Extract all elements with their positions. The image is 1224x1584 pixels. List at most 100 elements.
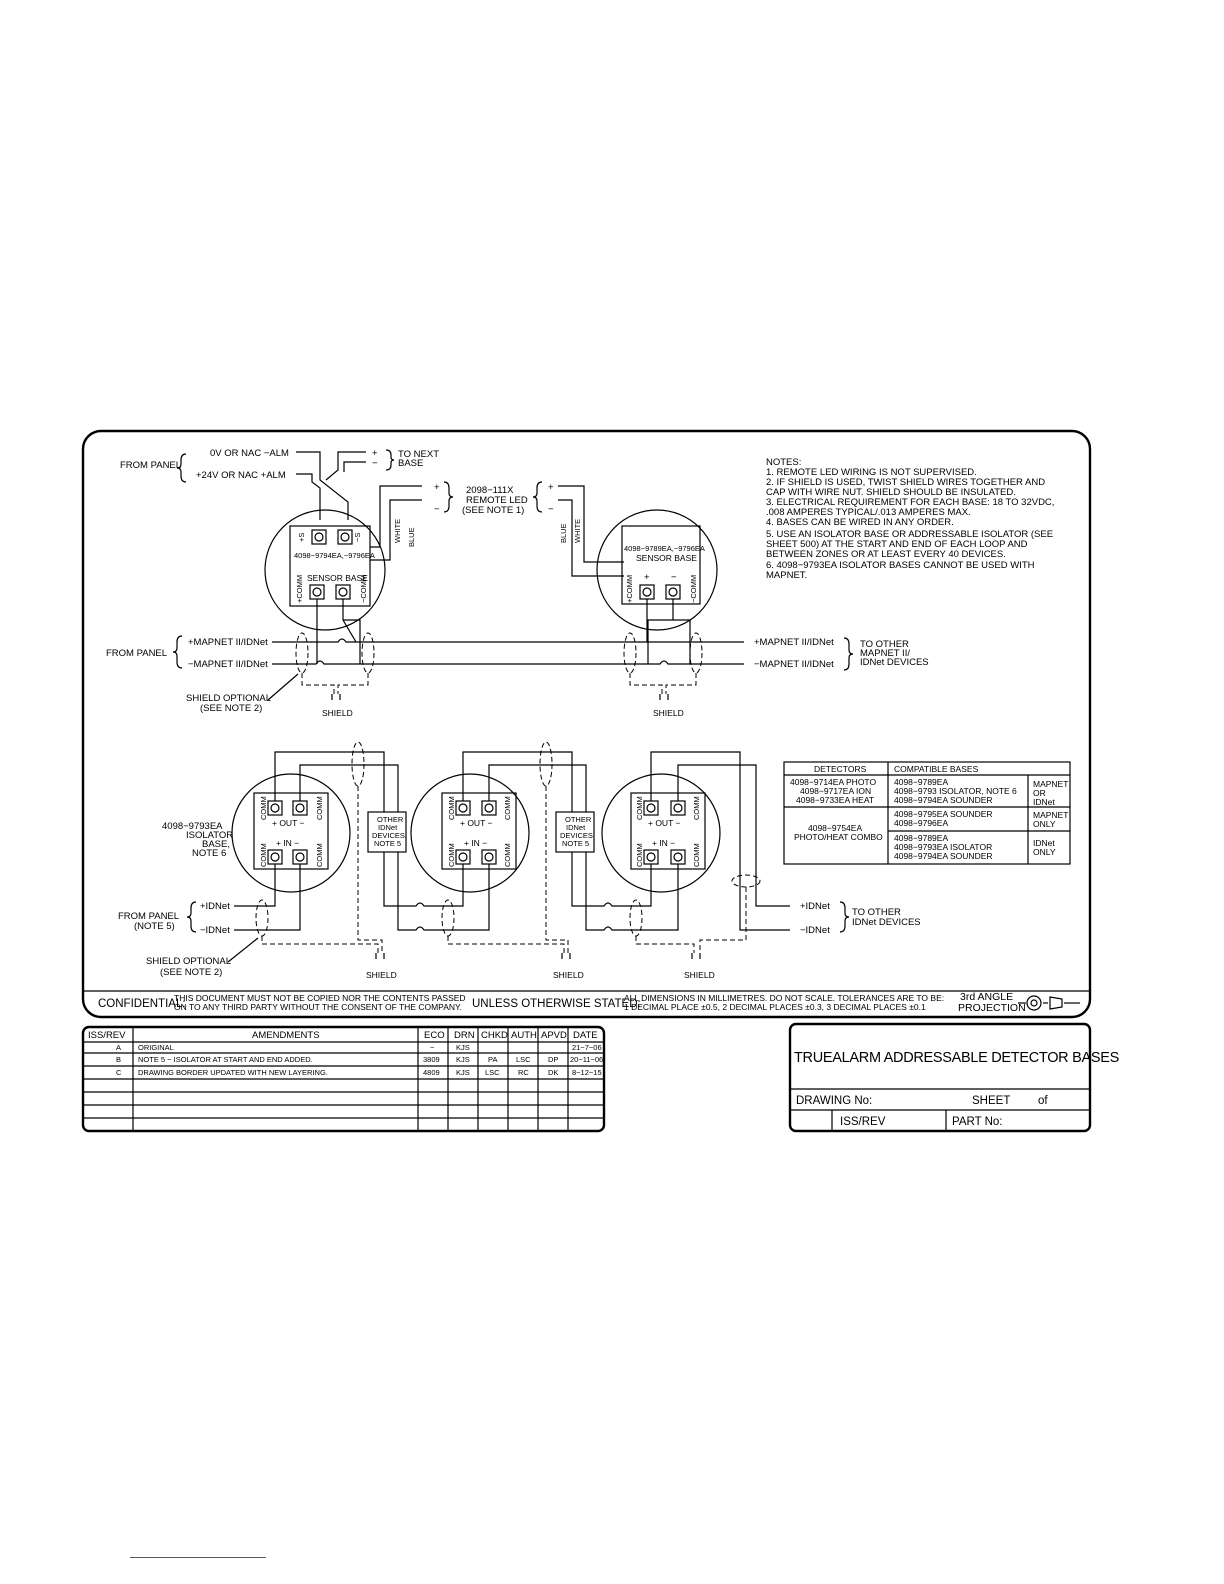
iso2-comm-tr: COMM [503, 796, 512, 820]
shield-ring-3 [623, 632, 637, 674]
rev-header-date: DATE [573, 1030, 598, 1041]
row2-detector-2: PHOTO/HEAT COMBO [794, 832, 883, 842]
compat-header-detectors: DETECTORS [814, 764, 867, 774]
bottom-wiring-diagram: COMM COMM COMM COMM + OUT − + IN − COMM … [118, 741, 921, 980]
shield-label-bottom-1: SHIELD [366, 970, 397, 980]
brace-led-left [443, 481, 454, 513]
iso-label-2: ISOLATOR [186, 830, 233, 841]
iso1-comm-tl: COMM [259, 796, 268, 820]
base1-terminal-s-plus [311, 529, 327, 545]
dims-line-2: 1 DECIMAL PLACE ±0.5, 2 DECIMAL PLACES ±… [624, 1002, 926, 1012]
part-no-label: PART No: [952, 1116, 1003, 1128]
idnet-to-other-1: TO OTHER [852, 907, 901, 918]
iso3-out-label: + OUT − [648, 818, 680, 828]
brace-idnet-to [839, 901, 850, 933]
shield-optional-top-2: (SEE NOTE 2) [200, 703, 262, 714]
white-label-a: WHITE [393, 519, 402, 543]
footer-link-underline [130, 1557, 266, 1558]
other1-line-4: NOTE 5 [374, 839, 401, 848]
rev-c-auth: RC [518, 1068, 529, 1077]
mapnet-from-panel-label: FROM PANEL [106, 648, 167, 659]
rev-header-amendments: AMENDMENTS [252, 1030, 320, 1041]
isolator-base-1-outline [231, 773, 351, 893]
white-label-b: WHITE [573, 519, 582, 543]
shield-optional-top-1: SHIELD OPTIONAL [186, 693, 271, 704]
mapnet-minus-left: −MAPNET II/IDNet [188, 659, 268, 670]
isolator-base-2-body [441, 792, 517, 870]
remote-led-line-2: REMOTE LED [466, 495, 528, 506]
shield-label-bottom-3: SHIELD [684, 970, 715, 980]
sheet-label: SHEET [972, 1095, 1010, 1107]
isolator-base-3-body [630, 792, 706, 870]
shield-leader-top [267, 673, 299, 701]
alm-plus-label: +24V OR NAC +ALM [196, 470, 286, 481]
idnet-minus-right: −IDNet [800, 925, 830, 936]
note-line-9: BETWEEN ZONES OR AT LEAST EVERY 40 DEVIC… [766, 549, 1006, 560]
third-angle-projection-icon [1018, 995, 1080, 1011]
note-line-3: CAP WITH WIRE NUT. SHIELD SHOULD BE INSU… [766, 487, 1016, 498]
row1-base-1: 4098−9789EA [894, 777, 948, 787]
other-devices-box-1 [367, 811, 407, 853]
brace-to-next [385, 449, 395, 471]
iso2-out-label: + OUT − [460, 818, 492, 828]
mapnet-plus-right: +MAPNET II/IDNet [754, 637, 834, 648]
iso1-comm-tr: COMM [315, 796, 324, 820]
shield-drain-b [629, 673, 697, 694]
to-other-mapnet-1: TO OTHER [860, 639, 909, 650]
base1-model-label: 4098−9794EA,−9796EA [294, 551, 375, 560]
row3-net-1: IDNet [1033, 838, 1055, 848]
iso2-comm-tl: COMM [447, 796, 456, 820]
top-wiring-diagram: FROM PANEL 0V OR NAC −ALM +24V OR NAC +A… [106, 448, 929, 718]
to-next-line-2: BASE [398, 458, 423, 469]
other2-line-2: IDNet [566, 823, 586, 832]
brace-to-other-mapnet [843, 637, 854, 671]
wire-alm-minus [296, 451, 349, 520]
blue-label-b: BLUE [559, 523, 568, 543]
brace-from-panel-top [176, 453, 187, 483]
row2-base-1: 4098−9795EA SOUNDER [894, 809, 993, 819]
iso3-in-label: + IN − [652, 838, 675, 848]
wire-alm-plus [296, 473, 321, 520]
iso1-comm-bl: COMM [259, 843, 268, 867]
idnet-minus-left: −IDNet [200, 925, 230, 936]
shield-drain-a [301, 673, 369, 694]
shield-label-b: SHIELD [653, 708, 684, 718]
iso1-out-label: + OUT − [272, 818, 304, 828]
rev-a-iss: A [116, 1043, 121, 1052]
rev-b-chkd: PA [488, 1055, 497, 1064]
rev-c-date: 8−12−15 [572, 1068, 602, 1077]
iso1-comm-br: COMM [315, 843, 324, 867]
iso3-comm-tr: COMM [692, 796, 701, 820]
other1-line-3: DEVICES, [372, 831, 407, 840]
rev-a-drn: KJS [456, 1043, 470, 1052]
base2-comm-minus-label: −COMM [689, 575, 698, 603]
row2-detector-1: 4098−9754EA [808, 823, 862, 833]
rev-header-auth: AUTH [511, 1030, 537, 1041]
rev-b-iss: B [116, 1055, 121, 1064]
base2-model-label: 4098−9789EA,−9796EA [624, 544, 705, 553]
drawing-no-label: DRAWING No: [796, 1095, 872, 1107]
base2-minus-label: − [671, 572, 677, 583]
rev-c-apvd: DK [548, 1068, 558, 1077]
footer-strip: CONFIDENTIAL: THIS DOCUMENT MUST NOT BE … [98, 991, 1080, 1014]
base1-name-label: SENSOR BASE [307, 573, 368, 583]
rev-c-iss: C [116, 1068, 122, 1077]
wire-led-white [370, 485, 422, 548]
drawing-border [81, 429, 1092, 1019]
note-line-7: 5. USE AN ISOLATOR BASE OR ADDRESSABLE I… [766, 529, 1053, 540]
rev-a-eco: − [430, 1043, 435, 1052]
note-line-4: 3. ELECTRICAL REQUIREMENT FOR EACH BASE:… [766, 497, 1054, 508]
brace-idnet-from [186, 901, 197, 933]
other1-line-2: IDNet [378, 823, 398, 832]
title-block: TRUEALARM ADDRESSABLE DETECTOR BASES DRA… [788, 1022, 1119, 1133]
row1-net-1: MAPNET [1033, 779, 1068, 789]
row2-net-2: ONLY [1033, 819, 1056, 829]
rev-a-date: 21−7−06 [572, 1043, 602, 1052]
shield-ring-1 [295, 632, 309, 674]
base2-name-label: SENSOR BASE [636, 553, 697, 563]
led-plus-a: + [434, 482, 440, 493]
base2-plus-label: + [644, 572, 650, 583]
rev-b-apvd: DP [548, 1055, 558, 1064]
unless-stated-label: UNLESS OTHERWISE STATED: [472, 998, 641, 1010]
other2-line-4: NOTE 5 [562, 839, 589, 848]
